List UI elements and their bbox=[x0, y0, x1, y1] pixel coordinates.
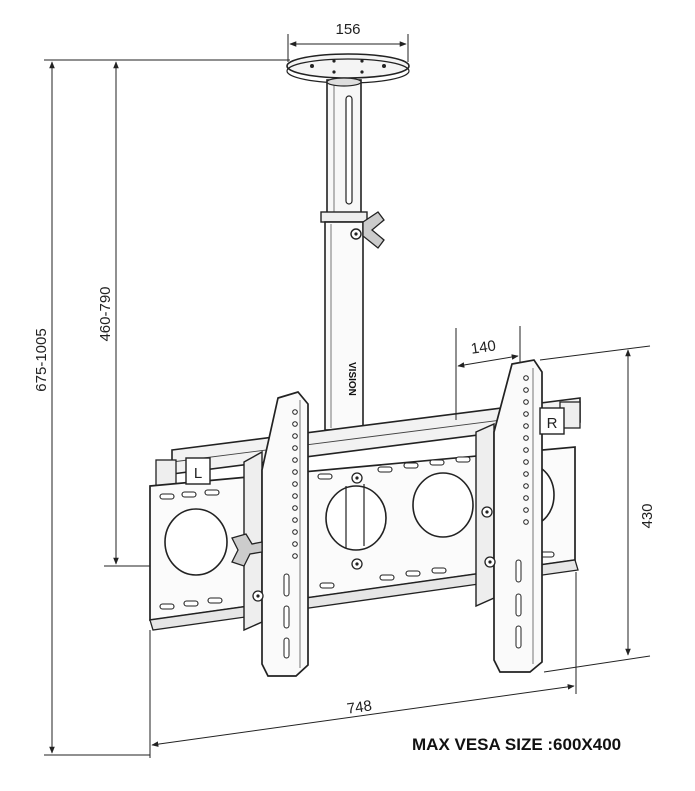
left-marker: L bbox=[194, 465, 202, 482]
dim-bracket-height-label: 430 bbox=[639, 503, 656, 528]
dim-total-height bbox=[44, 59, 290, 756]
dim-top-plate bbox=[287, 34, 409, 62]
left-tilt-knob bbox=[231, 533, 263, 567]
dim-arm-spacing bbox=[455, 326, 521, 420]
right-marker-box: R bbox=[539, 407, 565, 435]
dim-pole-height bbox=[104, 59, 150, 567]
dim-pole-height-label: 460-790 bbox=[97, 286, 114, 341]
inner-pole bbox=[320, 211, 368, 431]
dim-arm-spacing-label: 140 bbox=[470, 337, 497, 357]
left-tilt-arm bbox=[243, 391, 309, 677]
left-arm-holes bbox=[283, 409, 298, 659]
dim-bracket-width bbox=[149, 572, 577, 758]
pole-lock-knob bbox=[362, 211, 385, 249]
max-vesa-caption: MAX VESA SIZE :600X400 bbox=[412, 735, 622, 754]
brand-text: VISION bbox=[346, 362, 357, 396]
left-marker-box: L bbox=[185, 457, 211, 485]
right-marker: R bbox=[547, 415, 558, 432]
outer-pole bbox=[326, 77, 362, 216]
ceiling-plate bbox=[286, 53, 410, 84]
right-tilt-arm bbox=[475, 359, 543, 673]
dim-top-plate-label: 156 bbox=[335, 21, 360, 38]
dim-bracket-width-label: 748 bbox=[346, 697, 373, 717]
dim-bracket-height bbox=[539, 345, 651, 673]
right-arm-holes bbox=[515, 375, 529, 649]
dim-total-height-label: 675-1005 bbox=[33, 328, 50, 391]
